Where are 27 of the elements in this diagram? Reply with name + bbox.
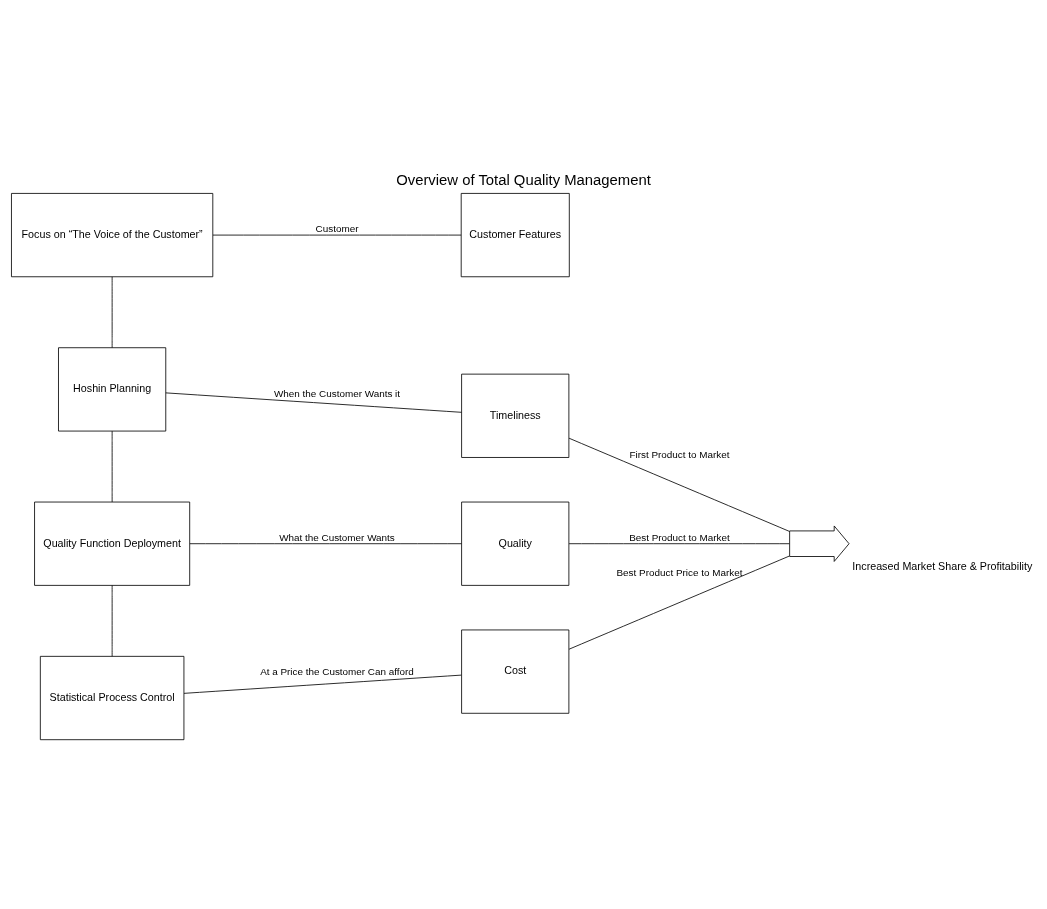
node-label: Increased Market Share & Profitability — [852, 559, 1033, 572]
connector — [568, 542, 790, 544]
node-box: Quality — [461, 501, 570, 586]
node-arrow — [789, 525, 850, 562]
diagram-title: Overview of Total Quality Management — [396, 171, 651, 188]
node-box: Statistical Process Control — [39, 655, 185, 740]
edge-label: Best Product Price to Market — [616, 566, 743, 578]
connector — [111, 584, 113, 657]
connector — [568, 555, 790, 650]
edge-label: Customer — [315, 222, 359, 234]
edge-label: What the Customer Wants — [279, 531, 395, 543]
edge-label: At a Price the Customer Can afford — [260, 665, 414, 677]
node-box: Customer Features — [460, 192, 570, 277]
connector — [183, 674, 462, 694]
node-box: Cost — [461, 629, 570, 714]
connector — [111, 275, 113, 348]
edge-label: First Product to Market — [629, 448, 730, 460]
node-box: Quality Function Deployment — [34, 501, 191, 586]
node-box: Hoshin Planning — [58, 346, 167, 431]
node-box: Timeliness — [461, 373, 570, 458]
node-box: Focus on “The Voice of the Customer” — [11, 192, 214, 277]
connector — [111, 430, 113, 502]
edge-label: Best Product to Market — [629, 531, 730, 543]
connector — [165, 391, 462, 413]
connector — [568, 437, 790, 532]
edge-label: When the Customer Wants it — [273, 387, 401, 399]
connector — [189, 542, 462, 544]
